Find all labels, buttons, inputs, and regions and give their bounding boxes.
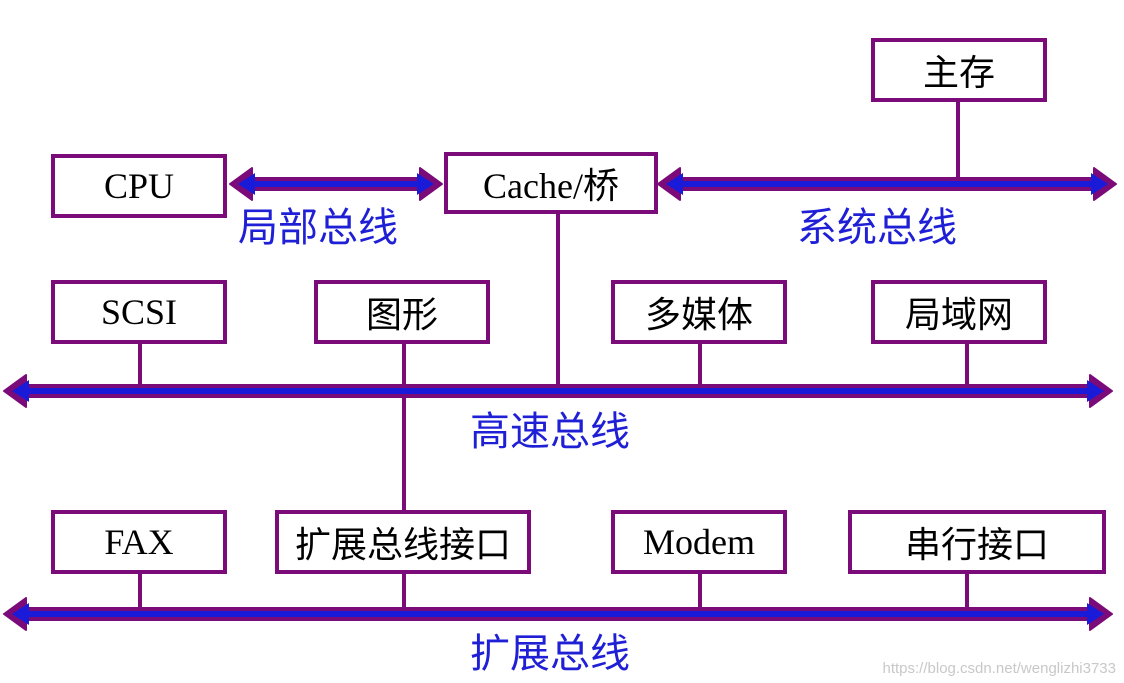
serial-interface-box: 串行接口: [848, 510, 1106, 574]
fax-box: FAX: [51, 510, 227, 574]
high-speed-bus-arrow: [3, 374, 1113, 408]
system-bus-arrow: [657, 167, 1117, 201]
expansion-bus-label: 扩展总线: [470, 631, 630, 677]
modem-box: Modem: [611, 510, 787, 574]
cache-bridge-box: Cache/桥: [444, 152, 658, 214]
expansion-bus-interface-box: 扩展总线接口: [275, 510, 531, 574]
scsi-box: SCSI: [51, 280, 227, 344]
expansion-bus-arrow: [3, 597, 1113, 631]
system-bus-label: 系统总线: [797, 205, 957, 251]
lan-box: 局域网: [871, 280, 1047, 344]
local-bus-label: 局部总线: [238, 205, 398, 251]
cpu-box: CPU: [51, 154, 227, 218]
multimedia-box: 多媒体: [611, 280, 787, 344]
watermark: https://blog.csdn.net/wenglizhi3733: [882, 660, 1117, 677]
local-bus-arrow: [229, 167, 443, 201]
graphics-box: 图形: [314, 280, 490, 344]
high-speed-bus-label: 高速总线: [470, 409, 630, 455]
main-memory-box: 主存: [871, 38, 1047, 102]
